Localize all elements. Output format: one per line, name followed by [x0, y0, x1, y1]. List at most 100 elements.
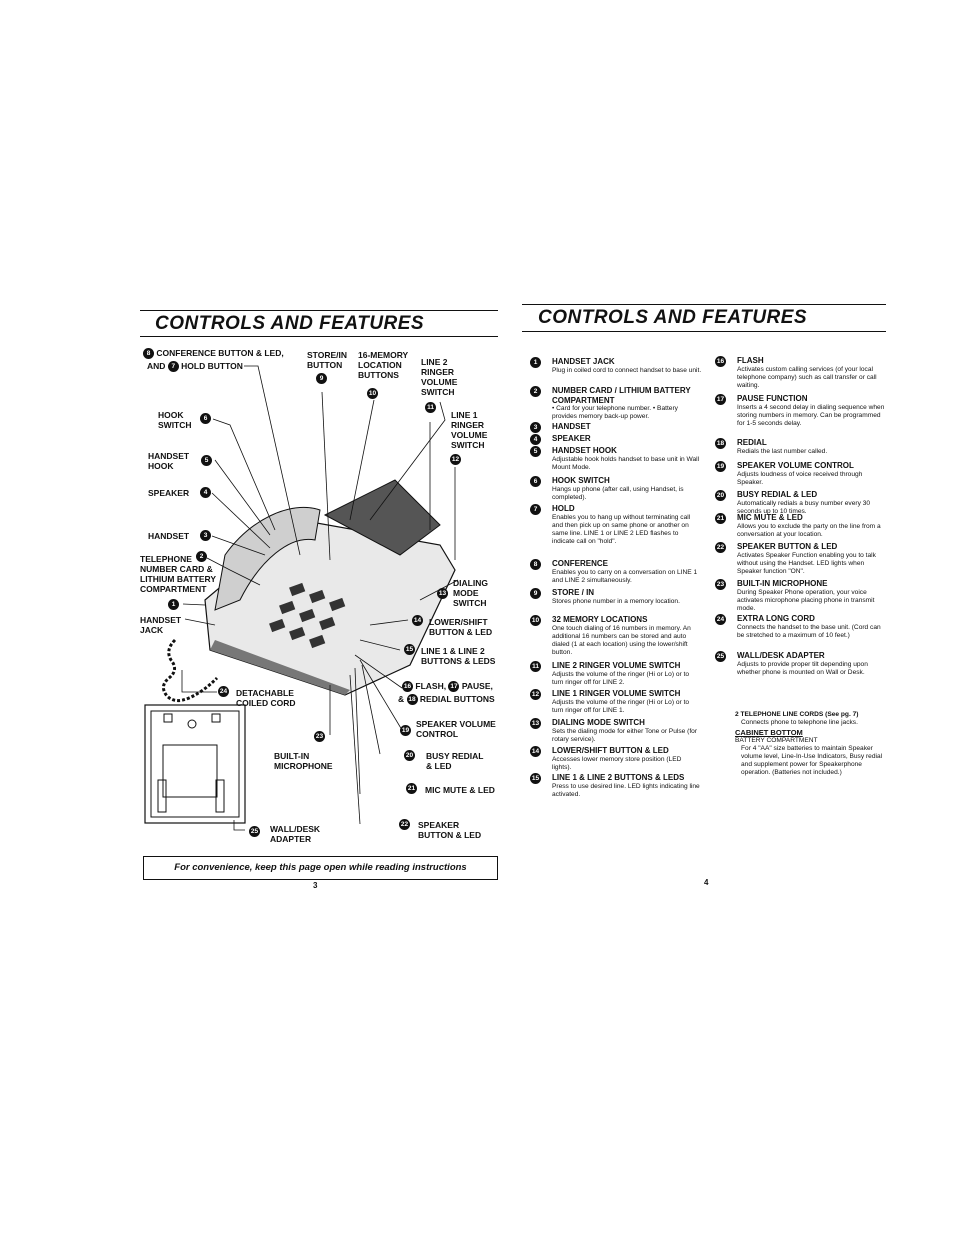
number-24-icon: 24 [218, 686, 229, 697]
feature-heading: SPEAKER [552, 434, 702, 444]
feature-description: Allows you to exclude the party on the l… [737, 523, 887, 539]
feature-heading: PAUSE FUNCTION [737, 394, 887, 404]
feature-item: 14LOWER/SHIFT BUTTON & LEDAccesses lower… [552, 746, 702, 772]
callout-telephone-card: TELEPHONE NUMBER CARD & LITHIUM BATTERY … [140, 554, 228, 594]
feature-number-icon: 3 [530, 422, 541, 433]
callout-handset-hook: HANDSET HOOK [148, 451, 193, 471]
feature-description: During Speaker Phone operation, your voi… [737, 589, 887, 613]
right-title-rule-top [522, 304, 886, 305]
feature-item: 1HANDSET JACKPlug in coiled cord to conn… [552, 357, 702, 375]
number-18-icon: 18 [407, 694, 418, 705]
feature-heading: LINE 1 & LINE 2 BUTTONS & LEDs [552, 773, 702, 783]
feature-number-icon: 12 [530, 689, 541, 700]
feature-description: Stores phone number in a memory location… [552, 598, 702, 606]
callout-redial: & 18 REDIAL BUTTONS [398, 694, 495, 705]
feature-number-icon: 8 [530, 559, 541, 570]
callout-detachable: DETACHABLE COILED CORD [236, 688, 301, 708]
feature-description: Sets the dialing mode for either Tone or… [552, 728, 702, 744]
callout-hold: AND 7 HOLD BUTTON [147, 361, 243, 372]
number-6-icon: 6 [200, 413, 211, 424]
number-25-icon: 25 [249, 826, 260, 837]
callout-speaker-volume: SPEAKER VOLUME CONTROL [416, 719, 496, 739]
callout-line2-ringer: LINE 2 RINGER VOLUME SWITCH [421, 357, 467, 397]
feature-heading: LOWER/SHIFT BUTTON & LED [552, 746, 702, 756]
callout-handset-hook-label: HANDSET HOOK [148, 451, 189, 471]
callout-line2-ringer-label: LINE 2 RINGER VOLUME SWITCH [421, 357, 457, 397]
number-19-icon: 19 [400, 725, 411, 736]
cords-description: Connects phone to telephone line jacks. [735, 719, 887, 727]
left-page: CONTROLS AND FEATURES [0, 0, 500, 1245]
feature-item: 21MIC MUTE & LEDAllows you to exclude th… [737, 513, 887, 539]
feature-number-icon: 7 [530, 504, 541, 515]
number-23-icon: 23 [314, 731, 325, 742]
callout-speaker-label: SPEAKER [148, 488, 189, 498]
feature-heading: NUMBER CARD / LITHIUM BATTERY COMPARTMEN… [552, 386, 702, 405]
number-2-icon: 2 [196, 551, 207, 562]
feature-item: 24EXTRA LONG CORDConnects the handset to… [737, 614, 887, 640]
right-page-title: CONTROLS AND FEATURES [538, 307, 807, 329]
feature-number-icon: 10 [530, 615, 541, 626]
feature-heading: 32 MEMORY LOCATIONS [552, 615, 702, 625]
callout-amp-label: & [398, 694, 404, 704]
callout-flash-pause: 16 FLASH, 17 PAUSE, [402, 681, 493, 692]
feature-description: Connects the handset to the base unit. (… [737, 624, 887, 640]
number-14-icon: 14 [412, 615, 423, 626]
feature-number-icon: 9 [530, 588, 541, 599]
feature-description: Adjusts the volume of the ringer (Hi or … [552, 671, 702, 687]
feature-item: 22SPEAKER BUTTON & LEDActivates Speaker … [737, 542, 887, 576]
feature-description: Adjustable hook holds handset to base un… [552, 456, 702, 472]
feature-number-icon: 17 [715, 394, 726, 405]
feature-number-icon: 22 [715, 542, 726, 553]
feature-description: Adjusts loudness of voice received throu… [737, 471, 887, 487]
feature-heading: CONFERENCE [552, 559, 702, 569]
callout-line-buttons-label: LINE 1 & LINE 2 BUTTONS & LEDs [421, 646, 495, 666]
feature-heading: BUILT-IN MICROPHONE [737, 579, 887, 589]
feature-number-icon: 23 [715, 579, 726, 590]
number-12-icon: 12 [450, 454, 461, 465]
callout-flash-label: FLASH, [415, 681, 446, 691]
feature-item: 4SPEAKER [552, 434, 702, 444]
callout-16-memory-label: 16-MEMORY LOCATION BUTTONS [358, 350, 408, 380]
feature-number-icon: 14 [530, 746, 541, 757]
number-8-icon: 8 [143, 348, 154, 359]
callout-speaker-button-label: SPEAKER BUTTON & LED [418, 820, 481, 840]
feature-heading: WALL/DESK ADAPTER [737, 651, 887, 661]
callout-builtin-mic-label: BUILT-IN MICROPHONE [274, 751, 333, 771]
feature-heading: HOLD [552, 504, 702, 514]
callout-wall-desk-label: WALL/DESK ADAPTER [270, 824, 320, 844]
battery-heading: BATTERY COMPARTMENT [735, 737, 887, 745]
number-17-icon: 17 [448, 681, 459, 692]
number-3-icon: 3 [200, 530, 211, 541]
number-7-icon: 7 [168, 361, 179, 372]
callout-lower-shift-label: LOWER/SHIFT BUTTON & LED [429, 617, 492, 637]
feature-description: • Card for your telephone number. • Batt… [552, 405, 702, 421]
feature-number-icon: 19 [715, 461, 726, 472]
feature-description: Plug in coiled cord to connect handset t… [552, 367, 702, 375]
callout-line-buttons: LINE 1 & LINE 2 BUTTONS & LEDs [421, 646, 497, 666]
feature-number-icon: 16 [715, 356, 726, 367]
callout-hold-label: HOLD BUTTON [181, 361, 243, 371]
number-5-icon: 5 [201, 455, 212, 466]
feature-number-icon: 6 [530, 476, 541, 487]
feature-item: 13DIALING MODE SWITCHSets the dialing mo… [552, 718, 702, 744]
extras-block: 2 TELEPHONE LINE CORDS (See pg. 7) Conne… [735, 711, 887, 777]
feature-heading: REDIAL [737, 438, 887, 448]
feature-number-icon: 18 [715, 438, 726, 449]
feature-description: Adjusts the volume of the ringer (Hi or … [552, 699, 702, 715]
number-20-icon: 20 [404, 750, 415, 761]
callout-wall-desk: WALL/DESK ADAPTER [270, 824, 325, 844]
feature-number-icon: 20 [715, 490, 726, 501]
callout-busy-redial: BUSY REDIAL & LED [426, 751, 486, 771]
feature-description: Hangs up phone (after call, using Handse… [552, 486, 702, 502]
feature-number-icon: 1 [530, 357, 541, 368]
